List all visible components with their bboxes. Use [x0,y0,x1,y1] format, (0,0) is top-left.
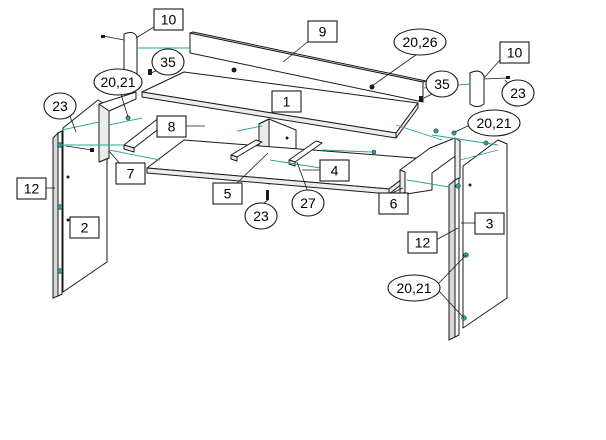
svg-text:4: 4 [331,163,339,179]
part-9-back-panel [189,31,427,103]
svg-text:35: 35 [434,76,450,92]
callout-3: 3 [474,212,505,235]
callout-2: 2 [69,216,100,239]
callout-12-left: 12 [16,177,47,200]
svg-text:12: 12 [24,181,40,197]
callout-35-left: 35 [151,48,185,76]
svg-text:35: 35 [160,54,176,70]
svg-text:27: 27 [300,195,316,211]
callout-23-left: 23 [43,92,77,120]
svg-text:7: 7 [127,166,135,182]
callout-9: 9 [307,20,338,43]
callout-35-right: 35 [425,70,459,98]
callout-10-right: 10 [499,41,530,64]
svg-text:9: 9 [319,24,327,40]
svg-text:2: 2 [81,220,89,236]
svg-text:8: 8 [168,119,176,135]
svg-text:20,21: 20,21 [396,280,431,296]
screw-fittings [65,69,489,200]
svg-text:12: 12 [415,235,431,251]
part-4-batten [288,140,323,167]
part-2-left-side-panel [62,99,108,293]
callout-27: 27 [291,189,325,217]
left-batten [230,139,263,162]
part-7-left-upright [98,91,137,163]
svg-text:23: 23 [52,98,68,114]
svg-text:10: 10 [507,45,523,61]
callout-8: 8 [156,115,187,138]
svg-text:3: 3 [486,216,494,232]
callout-20-26: 20,26 [393,28,447,56]
svg-text:6: 6 [390,196,398,212]
callout-20-21-top-left: 20,21 [93,68,143,96]
part-12-left-rail [52,130,63,299]
callout-6: 6 [378,192,409,215]
svg-text:20,26: 20,26 [402,34,437,50]
callout-1: 1 [271,90,302,113]
callout-5: 5 [212,182,243,205]
callout-7: 7 [115,162,146,185]
part-12-right-rail [448,177,469,341]
bottom-shelf [146,139,429,195]
callout-12-right: 12 [407,231,438,254]
callout-10-left: 10 [153,8,184,31]
svg-text:23: 23 [253,208,269,224]
svg-text:1: 1 [283,94,291,110]
callout-4: 4 [319,159,350,182]
svg-text:23: 23 [510,85,526,101]
svg-text:10: 10 [161,12,177,28]
callout-20-21-bottom-right: 20,21 [387,274,441,302]
svg-text:20,21: 20,21 [476,115,511,131]
svg-text:5: 5 [224,186,232,202]
callout-20-21-right: 20,21 [467,109,521,137]
svg-text:20,21: 20,21 [100,74,135,90]
callout-23-bottom: 23 [244,202,278,230]
part-10-right-cap [469,70,510,107]
callout-23-right: 23 [501,79,535,107]
